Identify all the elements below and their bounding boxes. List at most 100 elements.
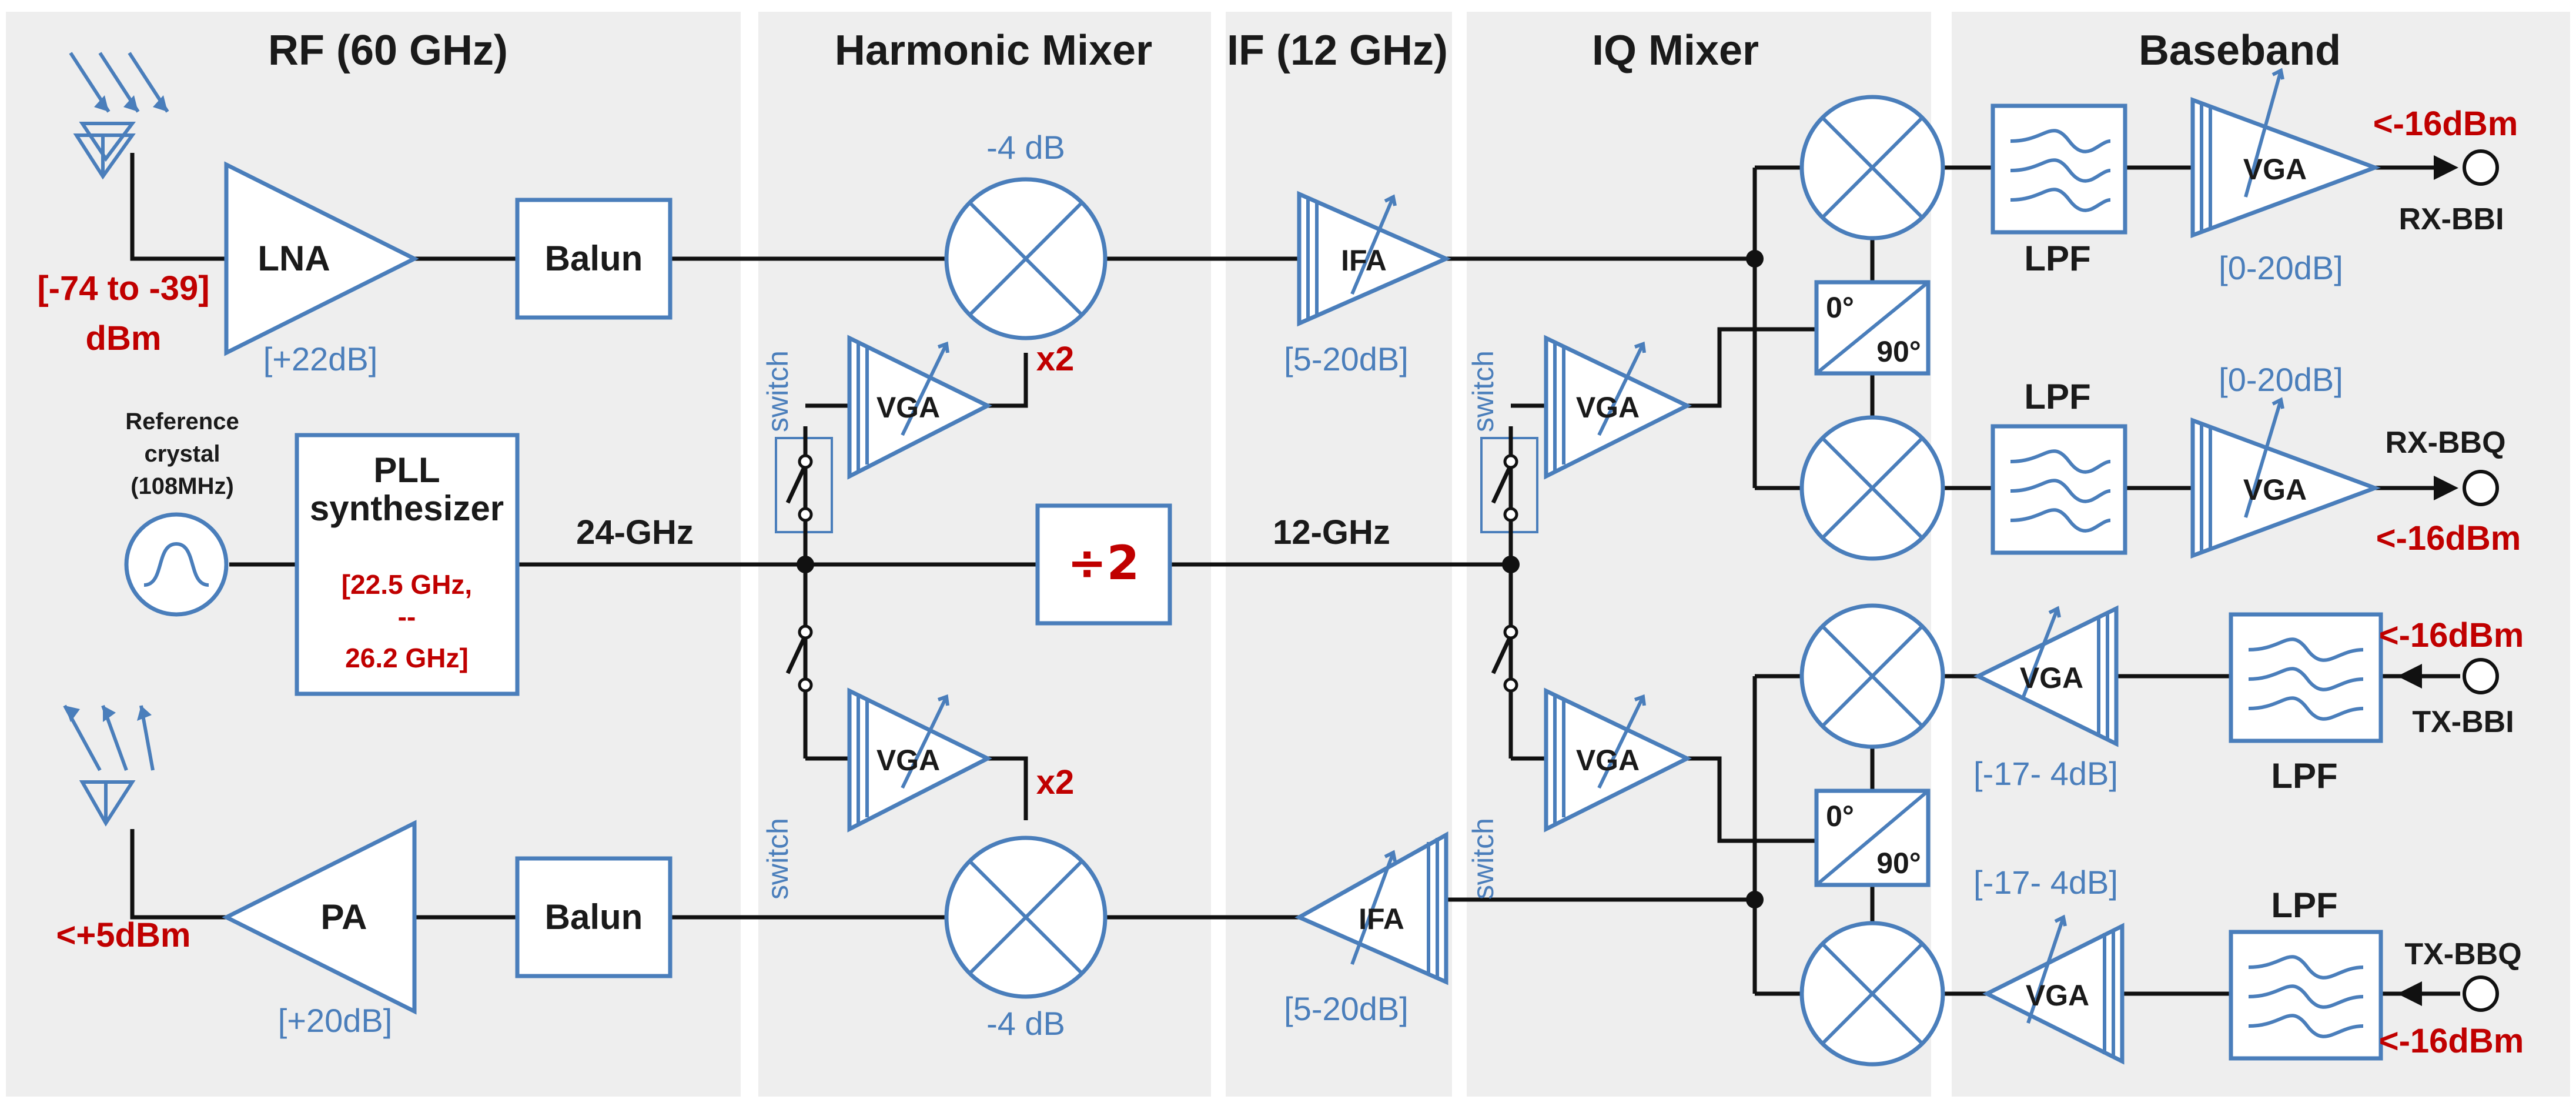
section-title-if: IF (12 GHz) (1227, 27, 1448, 74)
reference-label-1: Reference (125, 409, 239, 435)
harmonic-mult-bottom: x2 (1036, 763, 1075, 801)
harmonic-switch-bottom (785, 564, 813, 759)
iq-mixer-txi (1799, 603, 1945, 749)
section-title-baseband: Baseband (2139, 27, 2341, 74)
iq-vga-bottom-label: VGA (1576, 744, 1640, 777)
harmonic-switch-top (775, 426, 833, 564)
rxi-port-icon (2434, 149, 2499, 186)
iq-switch-bottom-label: switch (1467, 818, 1500, 900)
pa-label: PA (321, 897, 367, 937)
ifa-tx-gain: [5-20dB] (1284, 990, 1409, 1027)
phase-shifter-rx: 0° 90° (1814, 280, 1931, 376)
vga-rxq-label: VGA (2243, 473, 2307, 506)
vga-txq-gain: [-17- 4dB] (1973, 864, 2118, 901)
section-title-harmonic-mixer: Harmonic Mixer (835, 27, 1152, 74)
pa-output-level: <+5dBm (56, 916, 191, 954)
harmonic-switch-top-label: switch (761, 350, 794, 432)
vga-txi-label: VGA (2020, 661, 2083, 694)
pa-amplifier: PA (222, 820, 417, 1015)
phase-tx-0: 0° (1826, 800, 1854, 833)
lpf-txq-label: LPF (2271, 886, 2337, 925)
lpf-rxi (1990, 103, 2127, 235)
lpf-rxi-label: LPF (2024, 239, 2090, 278)
iq-mixer-rxi (1799, 95, 1945, 240)
harmonic-mixer-tx (944, 836, 1108, 999)
ifa-tx-label: IFA (1359, 903, 1404, 935)
harmonic-mixer-rx-loss: -4 dB (986, 129, 1065, 166)
ifa-rx-gain: [5-20dB] (1284, 340, 1409, 377)
pll-label-2: synthesizer (310, 489, 504, 528)
pll-range-2: -- (398, 602, 416, 632)
iq-switch-bottom (1491, 564, 1518, 759)
iq-switch-top-label: switch (1467, 350, 1500, 432)
balun-tx-label: Balun (545, 897, 643, 937)
lpf-txi (2229, 612, 2383, 743)
harmonic-vga-bottom: VGA (847, 687, 992, 833)
rxi-port-label: RX-BBI (2398, 202, 2504, 236)
lna-gain: [+22dB] (263, 340, 378, 377)
vga-rxi-gain: [0-20dB] (2219, 249, 2343, 286)
txq-level: <-16dBm (2379, 1022, 2524, 1060)
harmonic-vga-top-label: VGA (876, 391, 940, 424)
lo-freq-12ghz: 12-GHz (1273, 513, 1390, 552)
pll-range-3: 26.2 GHz] (345, 643, 469, 673)
iq-vga-top-label: VGA (1576, 391, 1640, 424)
section-title-rf: RF (60 GHz) (268, 27, 508, 74)
pll-label-1: PLL (373, 450, 440, 490)
lpf-txi-label: LPF (2271, 756, 2337, 796)
balun-rx: Balun (515, 198, 673, 320)
divider-label: ÷2 (1068, 536, 1140, 590)
ifa-rx-label: IFA (1341, 244, 1387, 277)
rx-antenna-icon (69, 52, 169, 180)
pll-synthesizer: PLL synthesizer [22.5 GHz, -- 26.2 GHz] (295, 433, 520, 696)
iq-vga-top: VGA (1544, 335, 1692, 480)
vga-rxi-label: VGA (2243, 153, 2307, 186)
reference-crystal-icon (124, 512, 229, 617)
ifa-rx: IFA (1297, 191, 1451, 327)
rxq-level: <-16dBm (2376, 519, 2521, 557)
lna-label: LNA (257, 239, 330, 278)
harmonic-vga-bottom-label: VGA (876, 744, 940, 777)
harmonic-mixer-rx (944, 177, 1108, 340)
pa-gain: [+20dB] (278, 1002, 393, 1039)
harmonic-switch-bottom-label: switch (761, 818, 794, 900)
rxq-port-icon (2434, 470, 2499, 506)
section-title-iq-mixer: IQ Mixer (1592, 27, 1759, 74)
vga-rxi: VGA (2190, 68, 2381, 239)
phase-tx-90: 90° (1876, 847, 1921, 880)
vga-txi: VGA (1973, 605, 2119, 747)
txq-port-icon (2397, 975, 2499, 1012)
iq-vga-bottom: VGA (1544, 687, 1692, 833)
txi-level: <-16dBm (2379, 616, 2524, 654)
phase-shifter-tx: 0° 90° (1814, 788, 1931, 887)
balun-rx-label: Balun (545, 239, 643, 278)
txi-port-label: TX-BBI (2412, 705, 2514, 739)
harmonic-mult-top: x2 (1036, 340, 1075, 378)
iq-mixer-txq (1799, 921, 1945, 1067)
phase-rx-0: 0° (1826, 291, 1854, 324)
vga-txi-gain: [-17- 4dB] (1973, 755, 2118, 792)
lpf-rxq-label: LPF (2024, 377, 2090, 416)
vga-rxq: VGA (2190, 397, 2381, 559)
tx-antenna-icon (63, 704, 155, 827)
ifa-tx: IFA (1294, 831, 1448, 985)
vga-rxq-gain: [0-20dB] (2219, 361, 2343, 398)
reference-label-3: (108MHz) (131, 473, 234, 499)
lpf-rxq (1990, 424, 2127, 555)
iq-mixer-rxq (1799, 415, 1945, 561)
frequency-divider: ÷2 (1035, 503, 1172, 626)
txi-port-icon (2397, 658, 2499, 694)
rxq-port-label: RX-BBQ (2385, 426, 2505, 460)
balun-tx: Balun (515, 856, 673, 978)
txq-port-label: TX-BBQ (2404, 937, 2521, 971)
vga-txq: VGA (1982, 914, 2125, 1065)
reference-label-2: crystal (145, 441, 220, 467)
phase-rx-90: 90° (1876, 335, 1921, 368)
pll-range-1: [22.5 GHz, (342, 569, 472, 600)
rxi-level: <-16dBm (2373, 105, 2518, 143)
rx-input-range: [-74 to -39] (37, 269, 209, 308)
lpf-txq (2229, 930, 2383, 1061)
rx-input-unit: dBm (86, 319, 162, 357)
harmonic-vga-top: VGA (847, 335, 992, 480)
